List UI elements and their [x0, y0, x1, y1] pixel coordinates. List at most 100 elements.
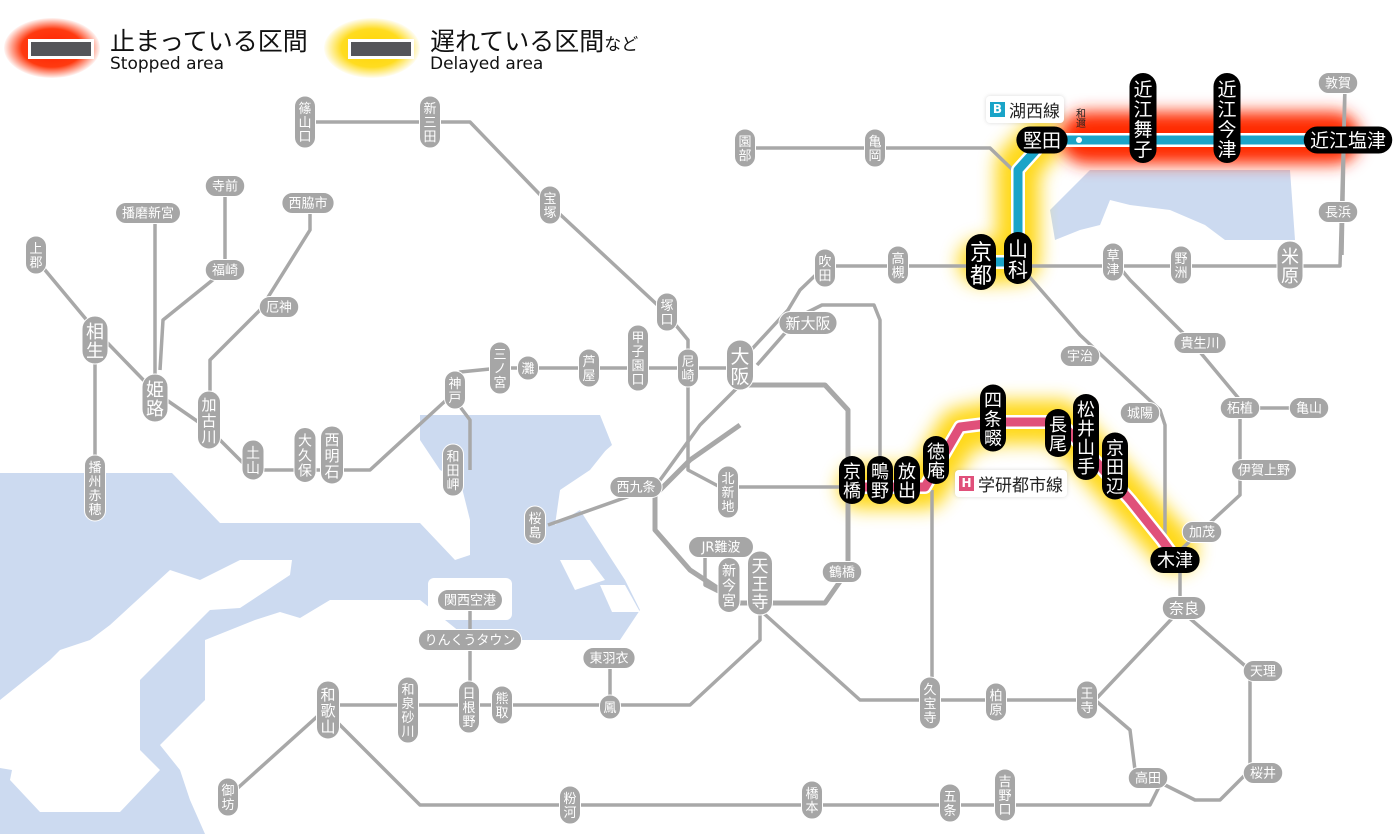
station-takarazuka[interactable]: 宝塚: [539, 185, 561, 225]
line-label-gakkentoshi[interactable]: H 学研都市線: [955, 470, 1067, 497]
station-amagasaki[interactable]: 尼崎: [677, 348, 699, 388]
station-tsukaguchi[interactable]: 塚口: [656, 292, 678, 332]
station-himeji[interactable]: 姫路: [141, 373, 169, 423]
station-okubo[interactable]: 大久保: [293, 427, 317, 483]
station-iganueno[interactable]: 伊賀上野: [1231, 459, 1297, 481]
station-nagahama[interactable]: 長浜: [1317, 201, 1359, 223]
station-kibukawa[interactable]: 貴生川: [1173, 332, 1227, 354]
station-hanaten[interactable]: 放出: [894, 456, 920, 504]
station-omishiotsu[interactable]: 近江塩津: [1303, 126, 1393, 154]
station-hashimoto[interactable]: 橋本: [801, 780, 823, 820]
station-dohoku[interactable]: 土山: [241, 439, 265, 481]
station-takatsuki[interactable]: 高槻: [887, 245, 909, 285]
station-kumatori[interactable]: 熊取: [491, 685, 513, 725]
station-nishiwakishi[interactable]: 西脇市: [281, 192, 335, 214]
station-shijonawate[interactable]: 四条畷: [980, 384, 1006, 452]
station-nara[interactable]: 奈良: [1161, 596, 1207, 620]
station-aioi[interactable]: 相生: [81, 315, 109, 365]
station-harimashingu[interactable]: 播磨新宮: [115, 202, 181, 224]
station-tsuruhashi[interactable]: 鶴橋: [821, 561, 863, 583]
station-pill: [197, 390, 221, 450]
station-tenri[interactable]: 天理: [1242, 660, 1284, 682]
station-pill: [801, 780, 823, 820]
station-maibara[interactable]: 米原: [1276, 240, 1304, 290]
station-yamashina[interactable]: 山科: [1004, 232, 1032, 284]
station-hineno[interactable]: 日根野: [458, 680, 480, 734]
station-kyuhoji[interactable]: 久宝寺: [919, 676, 941, 730]
station-teramae[interactable]: 寺前: [204, 175, 246, 197]
station-suita[interactable]: 吹田: [814, 248, 836, 288]
station-tokuan[interactable]: 徳庵: [923, 436, 949, 484]
station-kokawa[interactable]: 粉河: [559, 785, 581, 825]
station-uji[interactable]: 宇治: [1059, 345, 1101, 367]
station-kusatsu[interactable]: 草津: [1102, 242, 1124, 282]
station-pill: [887, 245, 909, 285]
station-higashihagoromo[interactable]: 東羽衣: [582, 647, 636, 669]
station-katata[interactable]: 堅田: [1016, 126, 1068, 154]
station-otori[interactable]: 鳳: [599, 694, 621, 720]
station-yasu[interactable]: 野洲: [1170, 245, 1192, 285]
station-ashiya[interactable]: 芦屋: [578, 348, 600, 388]
station-gojo[interactable]: 五条: [939, 783, 961, 823]
station-pill: [1303, 126, 1393, 154]
station-fukusaki[interactable]: 福崎: [204, 259, 246, 281]
station-kitashinchi[interactable]: 北新地: [717, 465, 739, 519]
station-jrnamba[interactable]: JR難波: [688, 536, 754, 558]
station-nada[interactable]: 灘: [517, 355, 539, 381]
station-pill: [1219, 397, 1261, 419]
station-kyobashi[interactable]: 京橋: [839, 456, 865, 504]
station-pill: [839, 456, 865, 504]
station-nishikujo[interactable]: 西九条: [609, 476, 663, 498]
station-wadamisaki[interactable]: 和田岬: [442, 443, 464, 497]
station-kamo[interactable]: 加茂: [1181, 521, 1223, 543]
station-takada[interactable]: 高田: [1127, 767, 1169, 789]
station-sakurajima[interactable]: 桜島: [524, 505, 546, 545]
station-label-char: 山: [246, 461, 260, 477]
line-label-kosei[interactable]: B 湖西線: [986, 96, 1064, 123]
station-label-char: 古: [201, 412, 216, 430]
station-tsuge[interactable]: 柘植: [1219, 397, 1261, 419]
station-gobo[interactable]: 御坊: [217, 777, 239, 817]
station-sannomiya[interactable]: 三ノ宮: [489, 341, 511, 395]
water-lake-biwa: [1050, 170, 1295, 240]
station-label-char: 野: [462, 715, 475, 730]
station-yakujin[interactable]: 厄神: [258, 296, 300, 318]
station-kizu[interactable]: 木津: [1150, 547, 1200, 573]
station-sasayamaguchi[interactable]: 篠山口: [294, 95, 316, 149]
station-wakayama[interactable]: 和歌山: [316, 680, 340, 740]
station-sakurai[interactable]: 桜井: [1242, 762, 1284, 784]
station-shinosaka[interactable]: 新大阪: [778, 311, 838, 335]
station-kameyama[interactable]: 亀山: [1288, 397, 1330, 419]
station-label-char: 洲: [1174, 266, 1187, 281]
station-yoshinoguchi[interactable]: 吉野口: [994, 768, 1016, 822]
station-kashiwara[interactable]: 柏原: [985, 682, 1007, 722]
station-kameoka[interactable]: 亀岡: [864, 128, 886, 168]
station-shigino[interactable]: 鴫野: [867, 456, 893, 504]
station-rinkutown[interactable]: りんくうタウン: [417, 629, 523, 651]
station-kakogawa[interactable]: 加古川: [197, 390, 221, 450]
station-joyo[interactable]: 城陽: [1119, 402, 1161, 424]
station-kansaiairport[interactable]: 関西空港: [437, 589, 503, 611]
station-shinimamiya[interactable]: 新今宮: [717, 557, 741, 613]
station-kyotanabe[interactable]: 京田辺: [1102, 432, 1128, 500]
station-osaka[interactable]: 大阪: [726, 339, 754, 391]
station-kyoto[interactable]: 京都: [966, 234, 996, 290]
station-pill: [1102, 432, 1128, 500]
station-kamigori[interactable]: 上郡: [25, 235, 47, 275]
station-nagao[interactable]: 長尾: [1045, 409, 1071, 457]
station-label-char: 三: [493, 348, 506, 363]
station-nishiakashi[interactable]: 西明石: [320, 425, 344, 485]
station-oji[interactable]: 王寺: [1076, 680, 1098, 720]
station-sonobe[interactable]: 園部: [734, 128, 756, 168]
station-tennoji[interactable]: 天王寺: [747, 550, 773, 616]
wani-station-dot: [1076, 137, 1082, 143]
station-shinsanda[interactable]: 新三田: [419, 95, 441, 149]
station-tsuruga[interactable]: 敦賀: [1317, 72, 1359, 94]
station-kobe[interactable]: 神戸: [444, 370, 466, 410]
